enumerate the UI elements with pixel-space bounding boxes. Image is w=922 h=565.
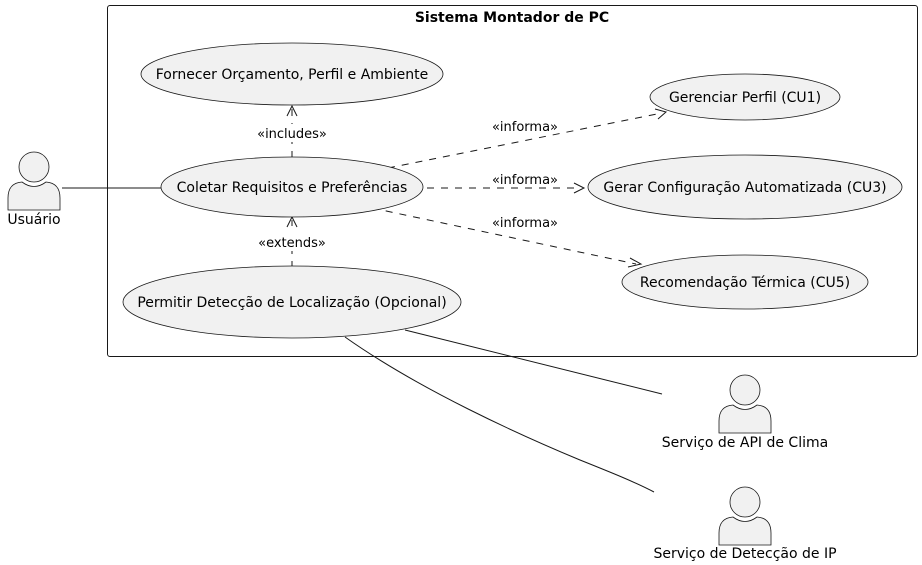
use-case-profile-label: Gerenciar Perfil (CU1) [669, 90, 821, 106]
use-case-location[interactable]: Permitir Detecção de Localização (Opcion… [122, 265, 462, 339]
use-case-location-label: Permitir Detecção de Localização (Opcion… [137, 295, 446, 311]
actor-ip-detection-label: Serviço de Detecção de IP [653, 546, 836, 562]
includes-label: «includes» [257, 127, 327, 142]
use-case-profile[interactable]: Gerenciar Perfil (CU1) [649, 73, 841, 121]
actor-weather-api[interactable]: Serviço de API de Clima [662, 374, 828, 451]
weather-api-association-line [404, 329, 663, 395]
use-case-thermal[interactable]: Recomendação Térmica (CU5) [621, 254, 869, 310]
use-case-budget-label: Fornecer Orçamento, Perfil e Ambiente [156, 67, 429, 83]
use-case-config[interactable]: Gerar Configuração Automatizada (CU3) [587, 154, 903, 220]
informa-thermal-line [371, 207, 637, 265]
informa-thermal-label: «informa» [492, 216, 558, 231]
use-case-collect-label: Coletar Requisitos e Preferências [177, 180, 408, 196]
informa-profile-arrowhead [654, 108, 668, 120]
actor-user-label: Usuário [7, 212, 60, 228]
use-case-thermal-label: Recomendação Térmica (CU5) [640, 275, 850, 291]
actor-ip-detection[interactable]: Serviço de Detecção de IP [653, 486, 837, 562]
ip-detection-association-line [344, 336, 655, 493]
actor-user[interactable]: Usuário [7, 151, 61, 228]
use-case-collect[interactable]: Coletar Requisitos e Preferências [160, 156, 424, 218]
use-case-budget[interactable]: Fornecer Orçamento, Perfil e Ambiente [140, 42, 444, 106]
system-title: Sistema Montador de PC [415, 10, 609, 26]
extends-label: «extends» [258, 236, 326, 251]
relation-labels: «includes» «extends» «informa» «informa»… [244, 120, 558, 251]
informa-thermal-arrowhead [627, 257, 643, 268]
user-icon [718, 374, 772, 434]
includes-arrowhead [286, 104, 298, 117]
user-icon [7, 151, 61, 211]
connections [62, 104, 668, 493]
user-icon [718, 486, 772, 546]
actor-weather-api-label: Serviço de API de Clima [662, 435, 828, 451]
informa-config-arrowhead [573, 182, 586, 194]
informa-config-label: «informa» [492, 173, 558, 188]
use-case-config-label: Gerar Configuração Automatizada (CU3) [603, 180, 886, 196]
informa-profile-line [387, 112, 663, 169]
informa-profile-label: «informa» [492, 120, 558, 135]
